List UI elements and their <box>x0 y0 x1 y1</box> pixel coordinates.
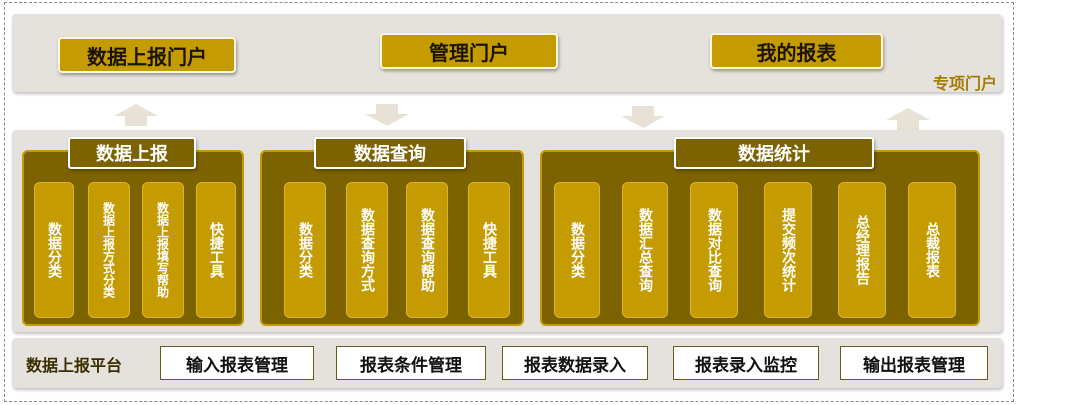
arrow-up-icon <box>114 104 158 126</box>
platform-label: 数据上报平台 <box>26 356 123 375</box>
group-title: 数据查询 <box>314 137 466 169</box>
pillar-item[interactable]: 数据上报方式分类 <box>88 182 130 318</box>
pillar-item[interactable]: 数据分类 <box>554 182 600 318</box>
pillar-item[interactable]: 数据查询方式 <box>346 182 388 318</box>
pillar-item[interactable]: 数据对比查询 <box>690 182 738 318</box>
diagram-frame <box>4 2 1014 402</box>
group-data-statistics: 数据统计 数据分类 数据汇总查询 数据对比查询 提交频次统计 总经理报告 总裁报… <box>540 137 980 326</box>
pillar-item[interactable]: 总经理报告 <box>838 182 886 318</box>
arrow-down-icon <box>365 104 409 126</box>
pillar-item[interactable]: 总裁报表 <box>908 182 956 318</box>
platform-item[interactable]: 报表录入监控 <box>673 346 819 380</box>
pillar-item[interactable]: 快捷工具 <box>468 182 510 318</box>
arrow-down-icon <box>621 106 665 128</box>
arrow-up-icon <box>886 108 930 130</box>
pillar-item[interactable]: 数据分类 <box>34 182 74 318</box>
platform-item[interactable]: 输出报表管理 <box>840 346 988 380</box>
portal-tag: 专项门户 <box>932 74 997 93</box>
platform-item[interactable]: 报表数据录入 <box>502 346 648 380</box>
portal-management[interactable]: 管理门户 <box>380 33 558 69</box>
platform-item[interactable]: 输入报表管理 <box>160 346 314 380</box>
portal-data-report[interactable]: 数据上报门户 <box>58 37 236 73</box>
group-data-query: 数据查询 数据分类 数据查询方式 数据查询帮助 快捷工具 <box>260 137 524 326</box>
pillar-item[interactable]: 提交频次统计 <box>764 182 812 318</box>
platform-item[interactable]: 报表条件管理 <box>336 346 486 380</box>
group-title: 数据统计 <box>674 137 874 169</box>
pillar-item[interactable]: 数据查询帮助 <box>406 182 448 318</box>
portal-my-reports[interactable]: 我的报表 <box>710 33 883 69</box>
group-title: 数据上报 <box>68 137 196 169</box>
pillar-item[interactable]: 快捷工具 <box>196 182 236 318</box>
group-data-report: 数据上报 数据分类 数据上报方式分类 数据上报填写帮助 快捷工具 <box>22 137 244 326</box>
pillar-item[interactable]: 数据上报填写帮助 <box>142 182 184 318</box>
pillar-item[interactable]: 数据分类 <box>284 182 326 318</box>
pillar-item[interactable]: 数据汇总查询 <box>622 182 668 318</box>
